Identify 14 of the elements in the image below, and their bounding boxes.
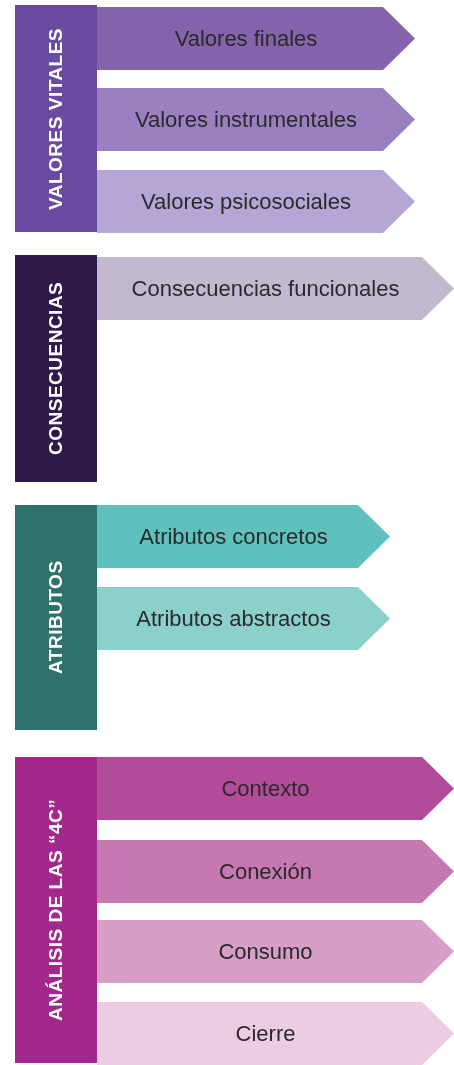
category-bar: ATRIBUTOS — [15, 505, 97, 730]
arrow-banner: Contexto — [97, 757, 454, 820]
arrow-banner: Consecuencias funcionales — [97, 257, 454, 320]
arrow-banner: Valores psicosociales — [97, 170, 415, 233]
arrow-banner: Valores instrumentales — [97, 88, 415, 151]
arrow-banner: Atributos abstractos — [97, 587, 390, 650]
arrow-banner: Consumo — [97, 920, 454, 983]
category-bar: VALORES VITALES — [15, 5, 97, 232]
arrow-banner: Valores finales — [97, 7, 415, 70]
arrow-banner: Cierre — [97, 1002, 454, 1065]
arrow-banner: Atributos concretos — [97, 505, 390, 568]
category-bar: CONSECUENCIAS — [15, 255, 97, 482]
category-bar: ANÁLISIS DE LAS “4C” — [15, 757, 97, 1063]
arrow-banner: Conexión — [97, 840, 454, 903]
